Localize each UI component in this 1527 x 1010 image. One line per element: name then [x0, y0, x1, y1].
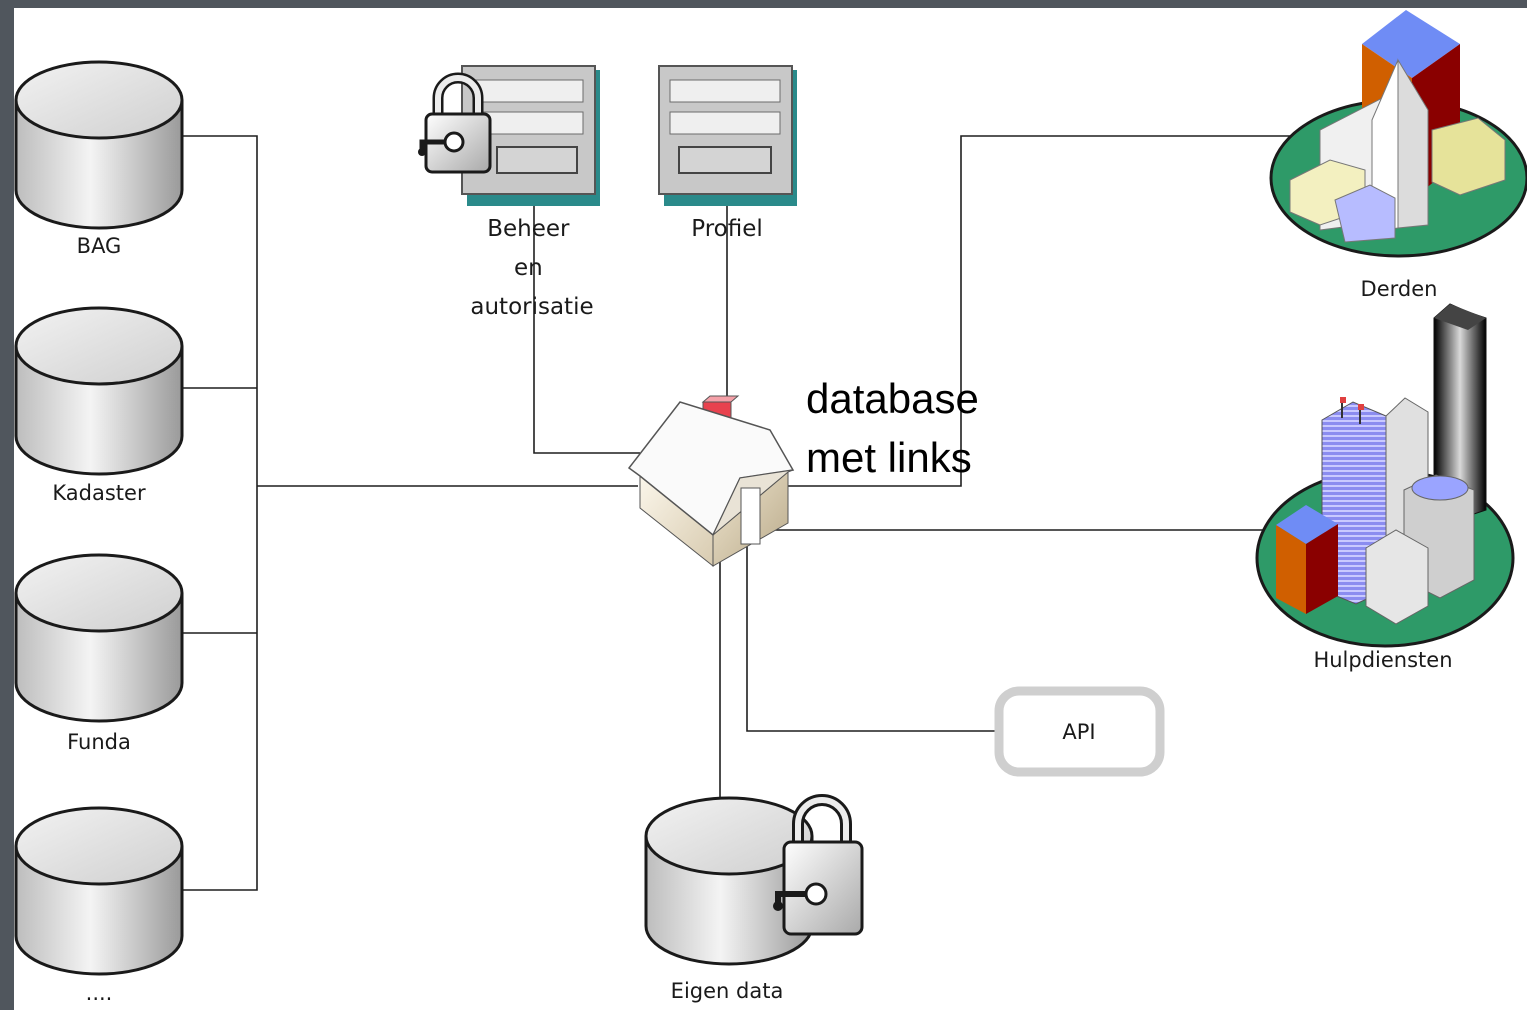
database-icon [14, 60, 184, 230]
beheer-label: Beheer en autorisatie [470, 216, 593, 320]
eigen-data-label: Eigen data [671, 979, 784, 1003]
beheer-label-line-3: autorisatie [470, 294, 593, 320]
source-database-funda: Funda [14, 553, 184, 754]
beheer-form: Beheer en autorisatie [418, 65, 600, 320]
profiel-form: Profiel [658, 65, 797, 242]
city-icon [1255, 303, 1515, 648]
lock-icon [773, 794, 864, 936]
beheer-label-line-1: Beheer [487, 216, 570, 242]
source-database-more: .... [14, 806, 184, 1005]
lock-icon [418, 72, 492, 174]
source-database-bag: BAG [14, 60, 184, 258]
database-icon [644, 796, 814, 966]
derden-group: Derden [1269, 10, 1527, 301]
database-icon [14, 553, 184, 723]
source-label: Kadaster [52, 481, 146, 505]
eigen-data-group: Eigen data [644, 794, 864, 1003]
source-database-kadaster: Kadaster [14, 306, 184, 505]
hub-label-line-1: database [806, 375, 979, 422]
beheer-label-line-2: en [514, 255, 543, 281]
database-icon [14, 306, 184, 476]
hulpdiensten-group: Hulpdiensten [1255, 303, 1515, 672]
source-label: .... [86, 981, 113, 1005]
source-label: Funda [67, 730, 131, 754]
hulpdiensten-label: Hulpdiensten [1313, 648, 1452, 672]
source-label: BAG [77, 234, 122, 258]
hub-house: database met links [627, 375, 991, 568]
connector-lines [181, 135, 1315, 891]
house-icon [627, 395, 795, 568]
hub-label: database met links [806, 375, 991, 481]
profiel-label: Profiel [691, 216, 763, 242]
api-box: API [994, 686, 1165, 777]
database-icon [14, 806, 184, 976]
derden-label: Derden [1361, 277, 1438, 301]
hub-label-line-2: met links [806, 434, 972, 481]
form-icon [658, 65, 797, 206]
api-label: API [1062, 720, 1095, 744]
village-icon [1269, 10, 1527, 258]
